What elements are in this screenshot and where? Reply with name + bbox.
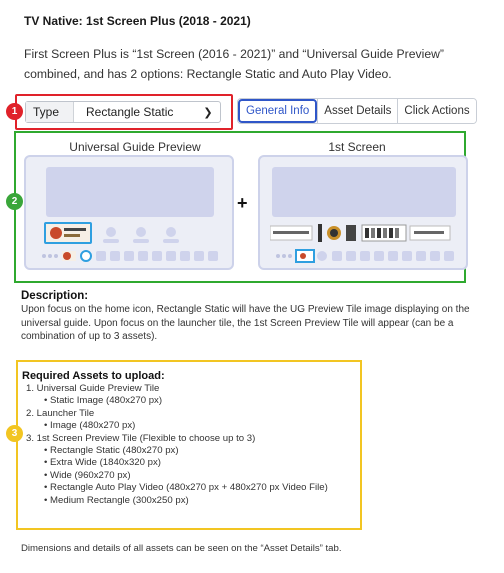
type-select-value: Rectangle Static: [86, 105, 174, 119]
description-text: Upon focus on the home icon, Rectangle S…: [21, 304, 470, 342]
type-select-label: Type: [26, 102, 74, 122]
panel-title-1st-screen: 1st Screen: [328, 140, 386, 154]
launcher-bar: [276, 249, 454, 263]
tv-illustration-1st-screen: [258, 155, 468, 270]
tab-general-info[interactable]: General Info: [238, 99, 318, 123]
panel-title-universal-guide: Universal Guide Preview: [69, 140, 201, 154]
list-item: • Medium Rectangle (300x250 px): [44, 494, 189, 506]
ug-preview-tile-image-icon: [46, 224, 90, 242]
required-assets-list: 1. Universal Guide Preview Tile • Static…: [26, 383, 328, 507]
required-assets-highlight: [16, 360, 362, 530]
list-item: • Extra Wide (1840x320 px): [44, 457, 161, 469]
list-item: • Rectangle Auto Play Video (480x270 px …: [44, 482, 328, 494]
callout-badge-3: 3: [6, 425, 23, 442]
intro-text: First Screen Plus is “1st Screen (2016 -…: [24, 47, 444, 81]
required-assets-heading: Required Assets to upload:: [22, 370, 165, 382]
ug-placeholder-icons: [103, 227, 179, 243]
chevron-down-icon: ❯: [203, 106, 213, 119]
page-title: TV Native: 1st Screen Plus (2018 - 2021): [24, 14, 251, 28]
type-select[interactable]: Type Rectangle Static ❯: [25, 101, 221, 123]
description-heading: Description:: [21, 290, 89, 302]
list-item: • Image (480x270 px): [44, 420, 136, 432]
type-select-highlight: Type Rectangle Static ❯: [15, 94, 233, 130]
tab-asset-details[interactable]: Asset Details: [317, 99, 398, 123]
launcher-bar: [42, 250, 218, 262]
plus-icon: +: [237, 193, 248, 213]
tv-hero-area: [46, 167, 214, 217]
1st-screen-preview-tiles: [270, 224, 451, 242]
tv-illustration-universal-guide: [24, 155, 234, 270]
list-item: 3. 1st Screen Preview Tile (Flexible to …: [26, 432, 256, 444]
list-item: 1. Universal Guide Preview Tile: [26, 383, 160, 394]
footer-note: Dimensions and details of all assets can…: [21, 543, 342, 554]
list-item: • Rectangle Static (480x270 px): [44, 445, 179, 457]
tv-hero-area: [272, 167, 456, 217]
list-item: • Wide (960x270 px): [44, 469, 131, 481]
ug-preview-tile: [44, 222, 92, 244]
callout-badge-2: 2: [6, 193, 23, 210]
list-item: • Static Image (480x270 px): [44, 395, 163, 407]
tab-click-actions[interactable]: Click Actions: [397, 99, 476, 123]
callout-badge-1: 1: [6, 103, 23, 120]
tab-bar: General Info Asset Details Click Actions: [237, 98, 477, 124]
list-item: 2. Launcher Tile: [26, 407, 95, 419]
